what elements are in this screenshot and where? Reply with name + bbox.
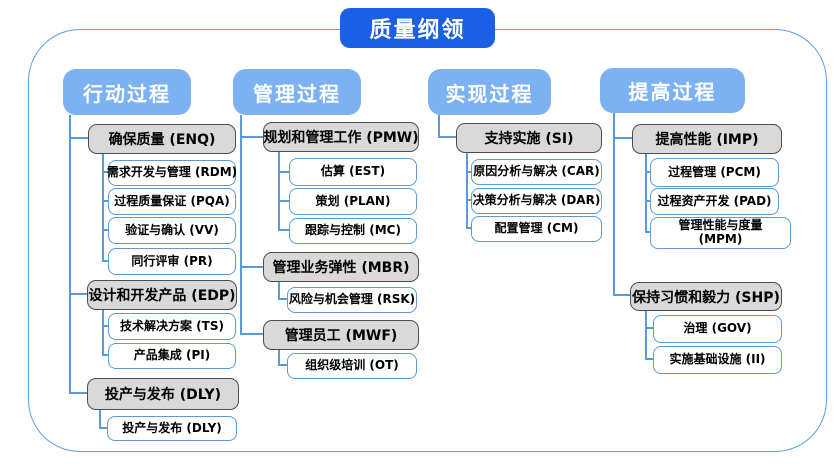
node-dar: 决策分析与解决 (DAR) <box>471 188 602 214</box>
connector-line <box>438 136 456 138</box>
node-pr: 同行评审 (PR) <box>108 248 236 275</box>
connector-line <box>102 171 108 173</box>
node-pad: 过程资产开发 (PAD) <box>650 188 779 215</box>
connector-line <box>240 115 242 334</box>
connector-line <box>645 327 653 329</box>
node-cm: 配置管理 (CM) <box>471 216 602 242</box>
connector-line <box>69 392 87 394</box>
node-pcm: 过程管理 (PCM) <box>650 158 779 187</box>
connector-line <box>645 171 650 173</box>
connector-line <box>240 266 263 268</box>
connector-line <box>240 333 263 335</box>
connector-line <box>99 427 107 429</box>
connector-line <box>278 364 287 366</box>
node-pi: 产品集成 (PI) <box>108 343 236 369</box>
connector-line <box>278 171 289 173</box>
connector-line <box>278 280 280 299</box>
node-si: 支持实施 (SI) <box>456 123 602 153</box>
connector-line <box>102 325 108 327</box>
node-rsk: 风险与机会管理 (RSK) <box>287 287 417 313</box>
connector-line <box>240 136 263 138</box>
node-ii: 实施基础设施 (II) <box>653 346 782 374</box>
node-mbr: 管理业务弹性 (MBR) <box>263 252 419 282</box>
node-rdm: 需求开发与管理 (RDM) <box>107 160 237 186</box>
connector-line <box>102 229 108 231</box>
node-gov: 治理 (GOV) <box>653 315 782 343</box>
connector-line <box>466 227 471 229</box>
connector-line <box>466 151 468 228</box>
connector-line <box>102 152 104 261</box>
node-enq: 确保质量 (ENQ) <box>88 124 236 154</box>
column-header-action-process: 行动过程 <box>63 69 191 115</box>
connector-line <box>102 354 108 356</box>
connector-line <box>278 229 289 231</box>
node-est: 估算 (EST) <box>289 158 417 186</box>
connector-line <box>99 408 101 428</box>
node-mpm: 管理性能与度量 (MPM) <box>650 217 791 249</box>
connector-line <box>613 294 630 296</box>
connector-line <box>102 260 108 262</box>
node-pmw: 规划和管理工作 (PMW) <box>263 122 419 152</box>
connector-line <box>278 150 280 230</box>
connector-line <box>69 293 87 295</box>
connector-line <box>645 152 647 232</box>
column-header-implementation-process: 实现过程 <box>428 69 551 115</box>
connector-line <box>645 358 653 360</box>
node-ts: 技术解决方案 (TS) <box>108 313 236 340</box>
connector-line <box>69 115 71 394</box>
connector-line <box>613 113 615 295</box>
column-header-improvement-process: 提高过程 <box>600 68 745 113</box>
connector-line <box>102 200 108 202</box>
connector-line <box>278 348 280 365</box>
connector-line <box>613 137 632 139</box>
node-mwf: 管理员工 (MWF) <box>263 320 419 350</box>
connector-line <box>466 199 471 201</box>
diagram-title: 质量纲领 <box>340 8 495 48</box>
connector-line <box>645 309 647 360</box>
connector-line <box>645 231 650 233</box>
connector-line <box>438 114 440 137</box>
node-dly-child: 投产与发布 (DLY) <box>107 416 237 441</box>
node-imp: 提高性能 (IMP) <box>632 124 782 154</box>
column-header-management-process: 管理过程 <box>233 69 361 115</box>
node-pqa: 过程质量保证 (PQA) <box>108 188 236 215</box>
node-car: 原因分析与解决 (CAR) <box>471 159 602 185</box>
connector-line <box>278 200 289 202</box>
node-dly: 投产与发布 (DLY) <box>87 378 239 410</box>
connector-line <box>102 308 104 355</box>
connector-line <box>645 200 650 202</box>
node-plan: 策划 (PLAN) <box>289 188 417 215</box>
node-vv: 验证与确认 (VV) <box>108 217 236 244</box>
node-mc: 跟踪与控制 (MC) <box>289 218 417 244</box>
node-ot: 组织级培训 (OT) <box>287 353 417 379</box>
connector-line <box>69 137 88 139</box>
connector-line <box>466 171 471 173</box>
connector-line <box>278 298 287 300</box>
node-edp: 设计和开发产品 (EDP) <box>87 280 237 310</box>
node-shp: 保持习惯和毅力 (SHP) <box>630 282 782 311</box>
